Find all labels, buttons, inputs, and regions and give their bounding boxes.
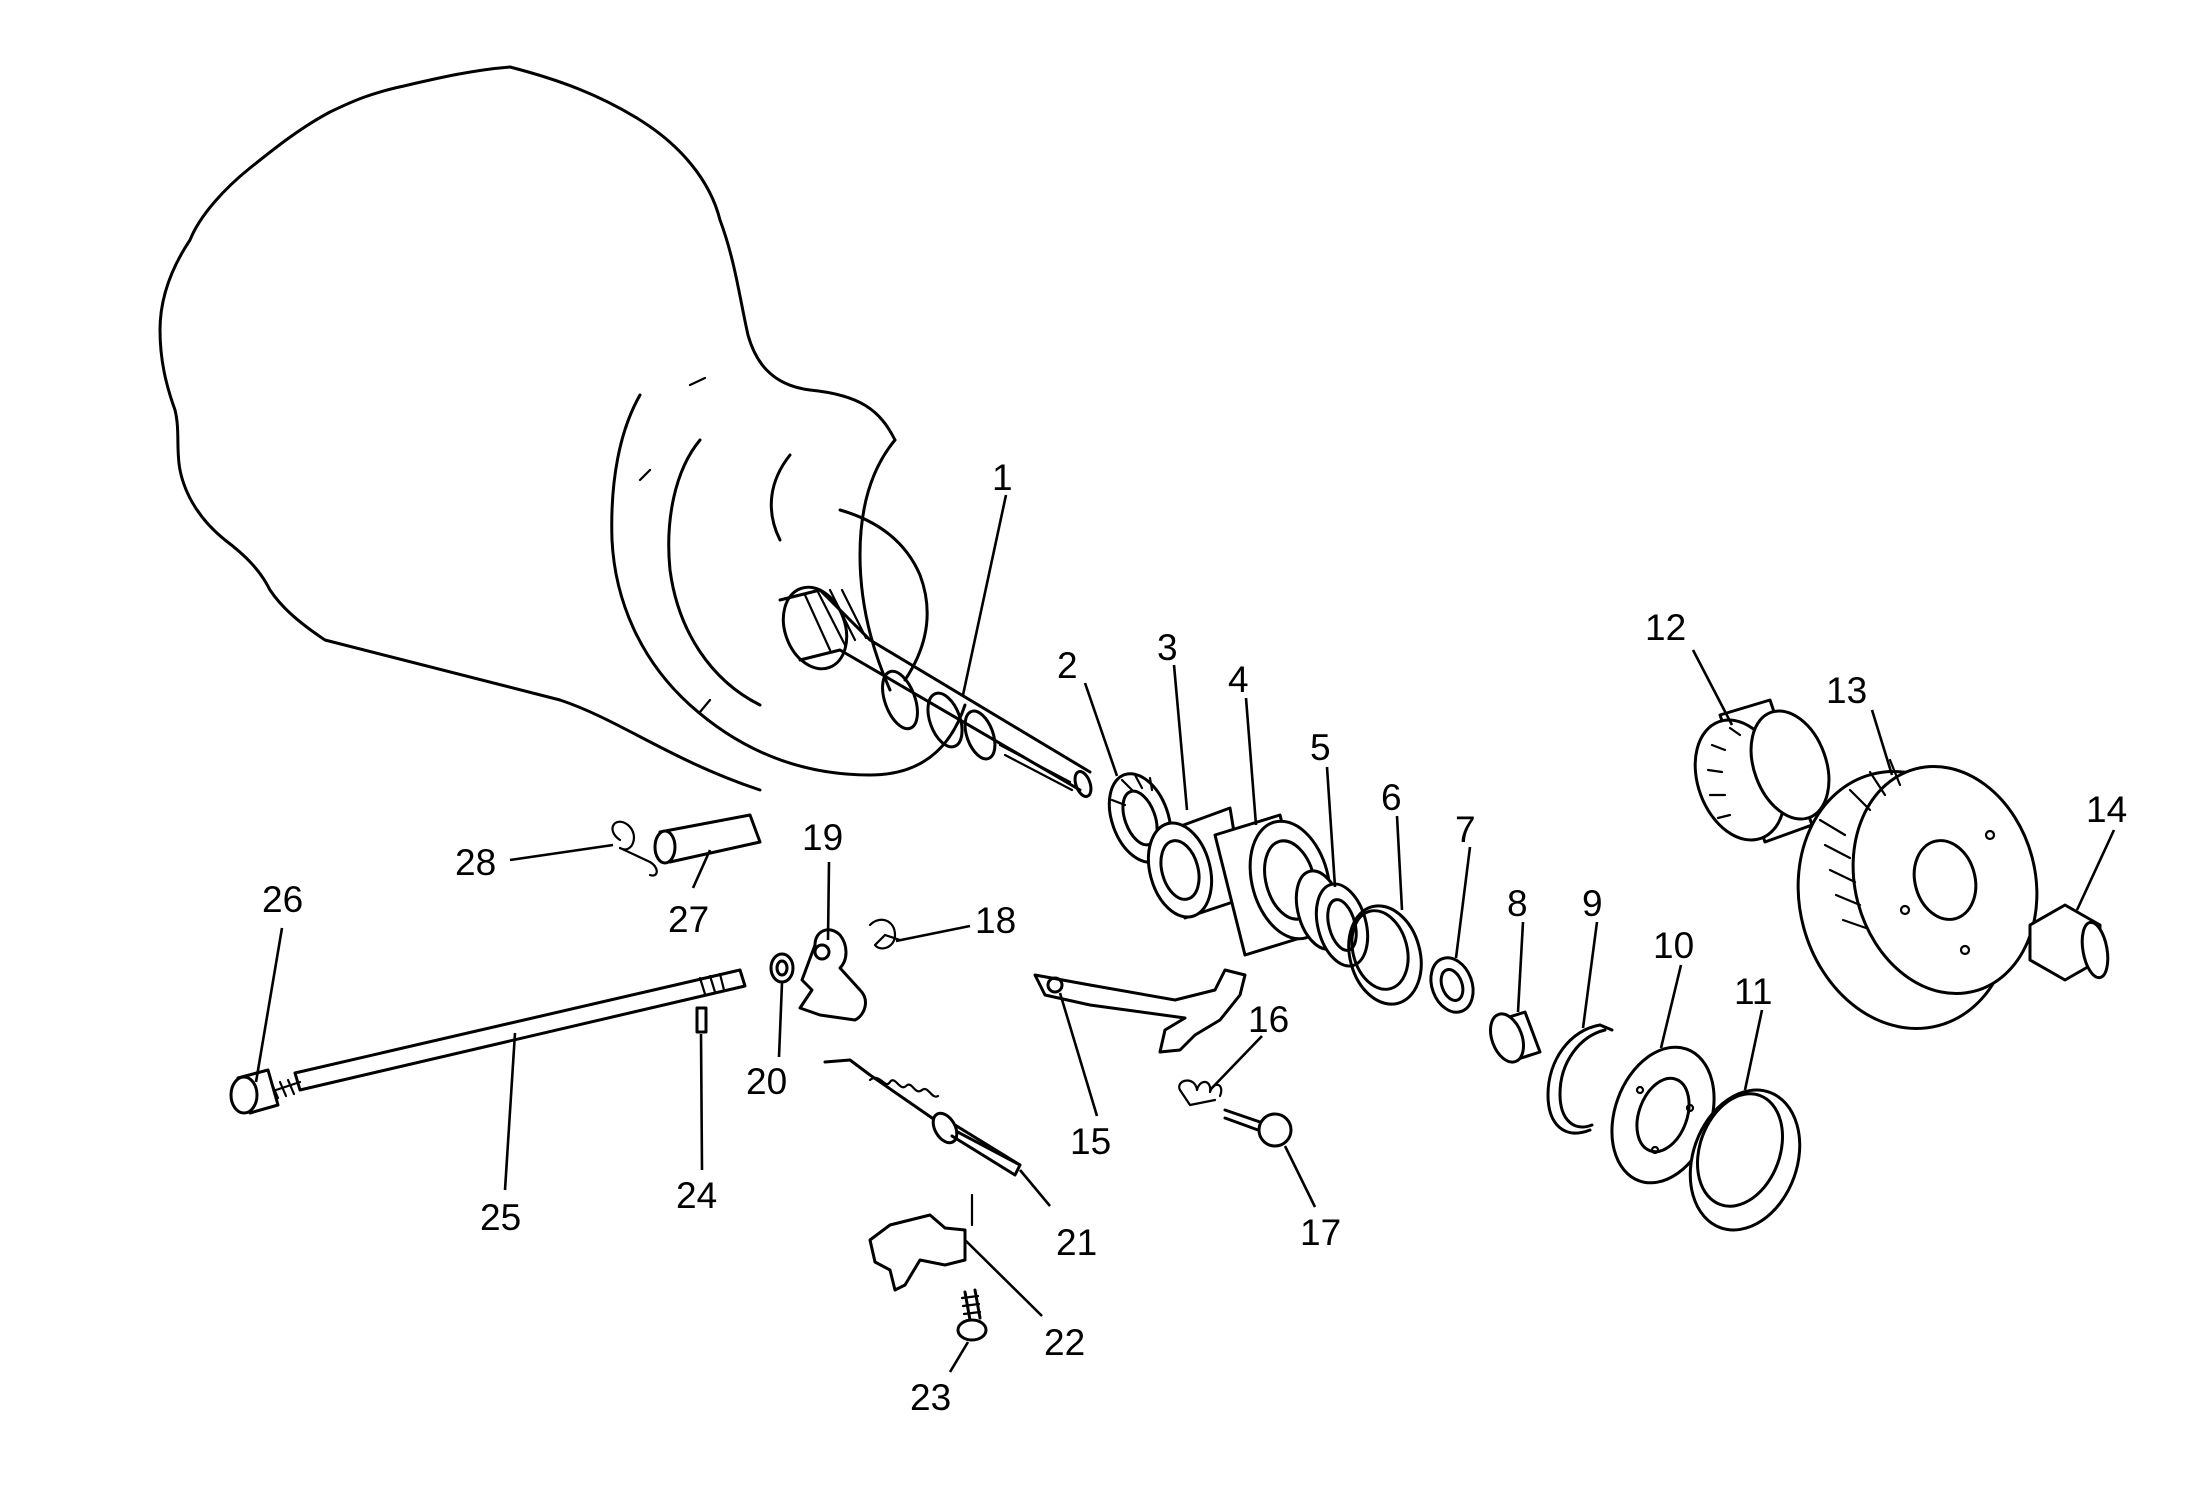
callout-12: 12 bbox=[1645, 607, 1686, 648]
part-20-washer bbox=[769, 952, 795, 984]
leader-lines bbox=[254, 494, 2116, 1373]
callout-19: 19 bbox=[802, 817, 843, 858]
part-14-nut bbox=[2028, 903, 2110, 982]
callouts: 1 2 3 4 5 6 7 8 9 10 11 12 13 14 15 16 1… bbox=[262, 457, 2127, 1418]
callout-18: 18 bbox=[975, 900, 1016, 941]
part-27-sleeve bbox=[653, 813, 762, 865]
callout-17: 17 bbox=[1300, 1212, 1341, 1253]
part-17-pin bbox=[1223, 1108, 1293, 1148]
part-15-lever bbox=[1033, 968, 1247, 1054]
part-21-rod bbox=[823, 1058, 1022, 1177]
callout-14: 14 bbox=[2086, 789, 2127, 830]
callout-10: 10 bbox=[1653, 925, 1694, 966]
part-28-spring-clip bbox=[611, 820, 658, 877]
part-7-bushing bbox=[1429, 956, 1475, 1014]
callout-9: 9 bbox=[1582, 883, 1603, 924]
part-19-detent-lever bbox=[798, 928, 867, 1022]
part-18-clip bbox=[868, 918, 902, 950]
part-6-o-ring bbox=[1347, 904, 1423, 1006]
callout-5: 5 bbox=[1310, 727, 1331, 768]
callout-22: 22 bbox=[1044, 1322, 1085, 1363]
callout-13: 13 bbox=[1826, 670, 1867, 711]
part-16-spring bbox=[1178, 1079, 1223, 1107]
part-10-plate bbox=[1610, 1045, 1716, 1185]
part-22-bracket bbox=[868, 1193, 974, 1292]
transmission-case bbox=[158, 65, 967, 792]
part-1-shaft bbox=[778, 585, 1093, 798]
callout-4: 4 bbox=[1228, 659, 1249, 700]
callout-23: 23 bbox=[910, 1377, 951, 1418]
callout-7: 7 bbox=[1455, 809, 1476, 850]
part-9-snap-ring bbox=[1546, 1023, 1614, 1135]
part-24-pin bbox=[695, 1006, 708, 1034]
callout-16: 16 bbox=[1248, 999, 1289, 1040]
part-11-cup bbox=[1688, 1088, 1802, 1232]
callout-1: 1 bbox=[992, 457, 1013, 498]
callout-20: 20 bbox=[746, 1061, 787, 1102]
callout-28: 28 bbox=[455, 842, 496, 883]
callout-15: 15 bbox=[1070, 1121, 1111, 1162]
callout-26: 26 bbox=[262, 879, 303, 920]
callout-11: 11 bbox=[1734, 971, 1772, 1012]
callout-8: 8 bbox=[1507, 883, 1528, 924]
callout-25: 25 bbox=[480, 1197, 521, 1238]
part-5-ring bbox=[1294, 869, 1370, 968]
callout-27: 27 bbox=[668, 899, 709, 940]
part-25-shift-rod bbox=[268, 968, 747, 1100]
callout-2: 2 bbox=[1057, 645, 1078, 686]
part-12-tapered-bearing bbox=[1693, 698, 1831, 844]
callout-3: 3 bbox=[1157, 627, 1178, 668]
callout-21: 21 bbox=[1056, 1222, 1097, 1263]
part-8-sleeve bbox=[1489, 1010, 1542, 1064]
callout-24: 24 bbox=[676, 1175, 717, 1216]
callout-6: 6 bbox=[1381, 777, 1402, 818]
part-13-gear bbox=[1796, 758, 2039, 1030]
part-26-plug bbox=[229, 1068, 280, 1115]
part-23-bolt bbox=[956, 1288, 988, 1342]
